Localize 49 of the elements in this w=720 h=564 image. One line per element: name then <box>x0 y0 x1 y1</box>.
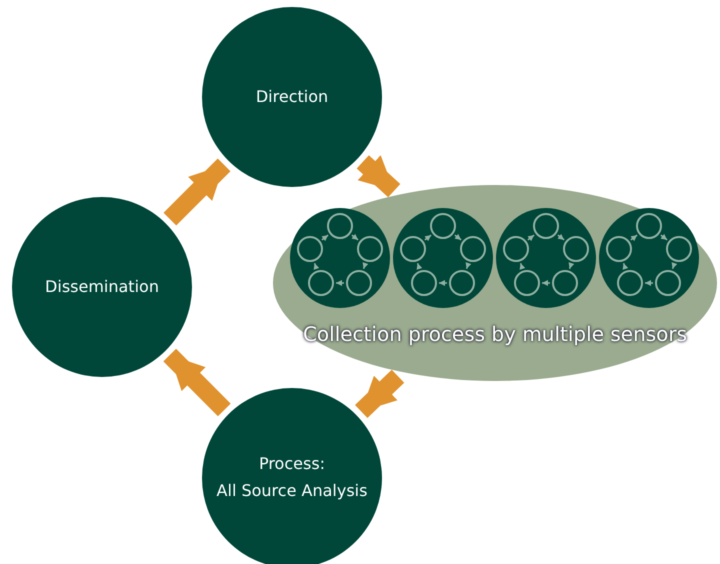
cycle-arrow <box>466 262 472 269</box>
cycle-circle <box>327 213 353 239</box>
cycle-circle <box>666 236 692 262</box>
cycle-arrow <box>630 234 638 242</box>
cycle-arrow <box>424 234 432 242</box>
cycle-arrow <box>362 262 368 269</box>
cycle-circle <box>308 270 334 296</box>
cycle-circle <box>357 236 383 262</box>
cycle-arrow <box>351 234 359 240</box>
cycle-arrow <box>321 234 329 242</box>
cycle-circle <box>400 236 426 262</box>
cycle-arrow <box>439 280 447 286</box>
cycle-circle <box>606 236 632 262</box>
cycle-arrow <box>542 280 550 286</box>
block-arrow <box>355 370 404 418</box>
node-label: Dissemination <box>45 276 159 298</box>
cycle-circle <box>552 270 578 296</box>
node-label: Collection process by multiple sensors <box>302 321 688 347</box>
block-arrow <box>163 348 231 416</box>
cycle-arrow <box>557 234 565 240</box>
cycle-arrow <box>672 262 678 269</box>
cycle-circle <box>503 236 529 262</box>
cycle-arrow <box>622 263 628 270</box>
cycle-arrow <box>527 234 535 242</box>
cycle-arrow <box>660 234 668 240</box>
cycle-circle <box>430 213 456 239</box>
cycle-arrow <box>454 234 462 240</box>
node-label: Direction <box>256 86 328 108</box>
node-label: Process: <box>258 454 326 475</box>
cycle-circle <box>411 270 437 296</box>
cycle-arrow <box>645 280 653 286</box>
cycle-circle <box>533 213 559 239</box>
node-label: All Source Analysis <box>216 481 368 502</box>
block-arrow <box>164 158 230 226</box>
cycle-circle <box>346 270 372 296</box>
cycle-arrow <box>568 262 574 269</box>
cycle-arrow <box>416 263 422 270</box>
cycle-circle <box>617 270 643 296</box>
cycle-circle <box>297 236 323 262</box>
cycle-circle <box>460 236 486 262</box>
cycle-arrow <box>336 280 344 286</box>
cycle-circle <box>636 213 662 239</box>
cycle-circle <box>449 270 475 296</box>
cycle-circle <box>563 236 589 262</box>
cycle-circle <box>514 270 540 296</box>
cycle-circle <box>655 270 681 296</box>
cycle-arrow <box>314 263 320 270</box>
block-arrow <box>356 155 400 198</box>
cycle-arrow <box>520 263 526 270</box>
